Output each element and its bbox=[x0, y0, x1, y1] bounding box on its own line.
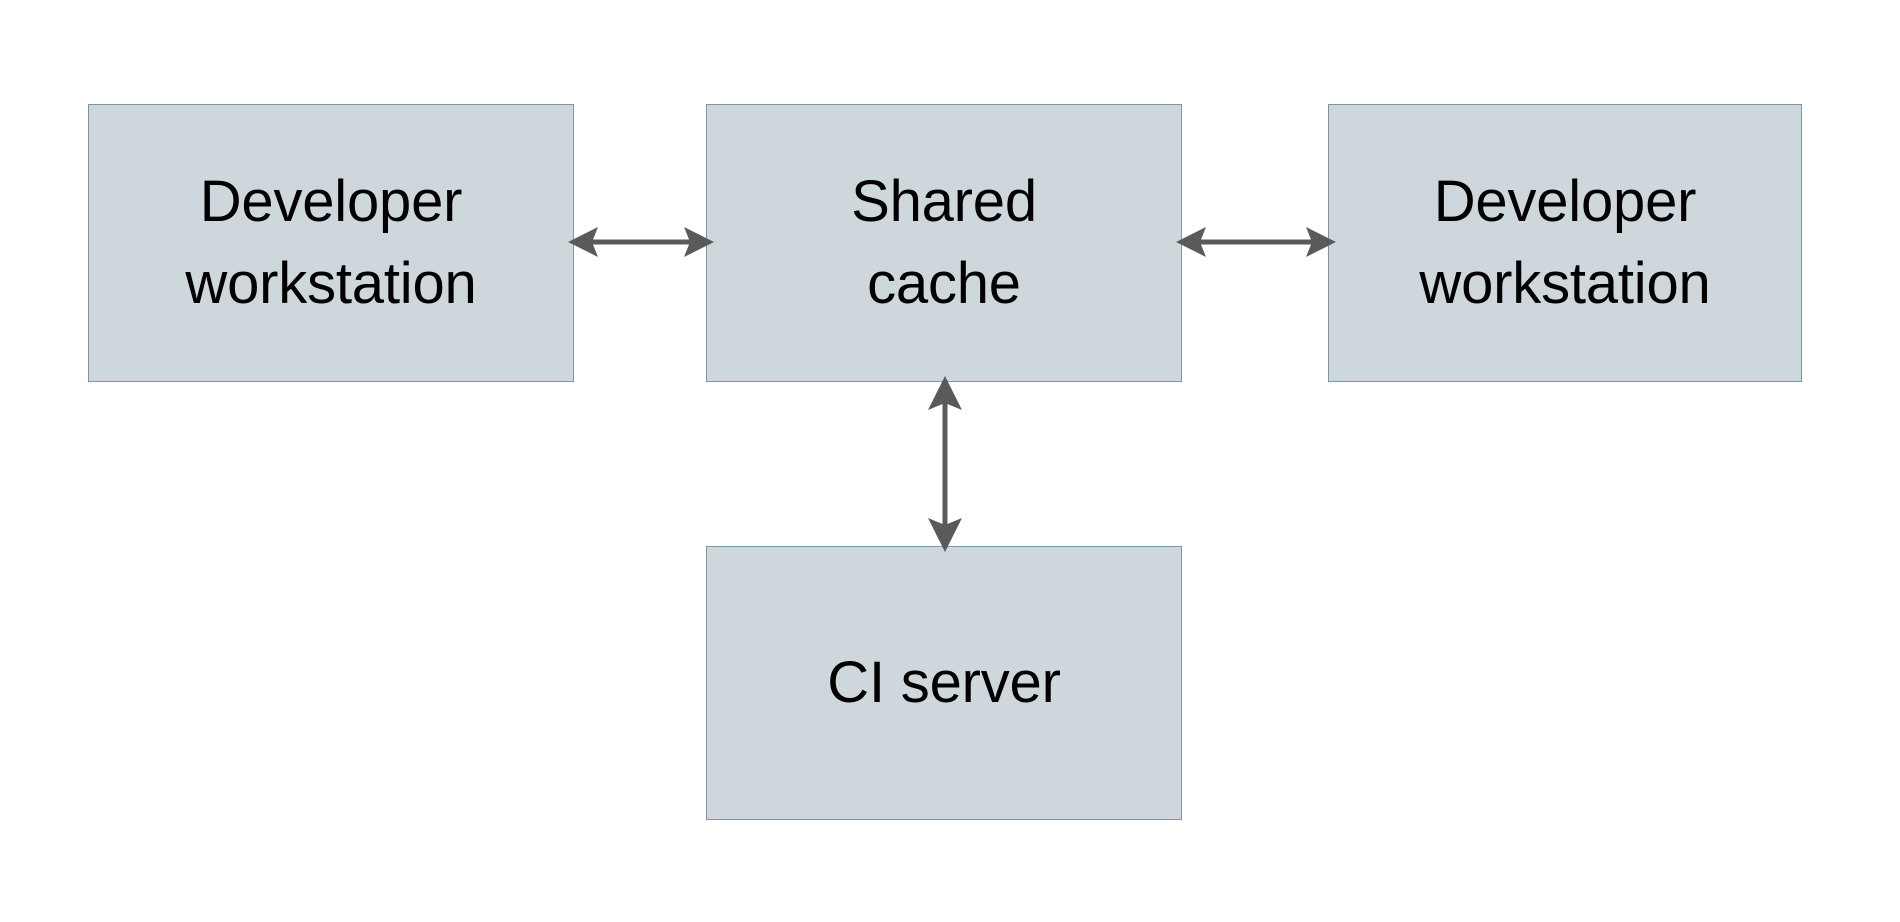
edge-shared-cache-to-ci-server[interactable] bbox=[913, 376, 977, 552]
arrowhead-right-icon bbox=[684, 227, 714, 257]
arrowhead-right-icon bbox=[1306, 227, 1336, 257]
node-label: Developer workstation bbox=[1419, 168, 1711, 316]
arrowhead-left-icon bbox=[568, 227, 598, 257]
node-ci-server[interactable]: CI server bbox=[706, 546, 1182, 820]
node-label: CI server bbox=[827, 649, 1061, 715]
node-label: Shared cache bbox=[851, 168, 1037, 316]
arrowhead-down-icon bbox=[928, 518, 962, 552]
arrowhead-up-icon bbox=[928, 376, 962, 410]
arrowhead-left-icon bbox=[1176, 227, 1206, 257]
node-developer-workstation-left[interactable]: Developer workstation bbox=[88, 104, 574, 382]
node-developer-workstation-right[interactable]: Developer workstation bbox=[1328, 104, 1802, 382]
edge-developer-left-to-shared-cache[interactable] bbox=[568, 210, 714, 274]
edge-shared-cache-to-developer-right[interactable] bbox=[1176, 210, 1336, 274]
node-label: Developer workstation bbox=[185, 168, 477, 316]
node-shared-cache[interactable]: Shared cache bbox=[706, 104, 1182, 382]
